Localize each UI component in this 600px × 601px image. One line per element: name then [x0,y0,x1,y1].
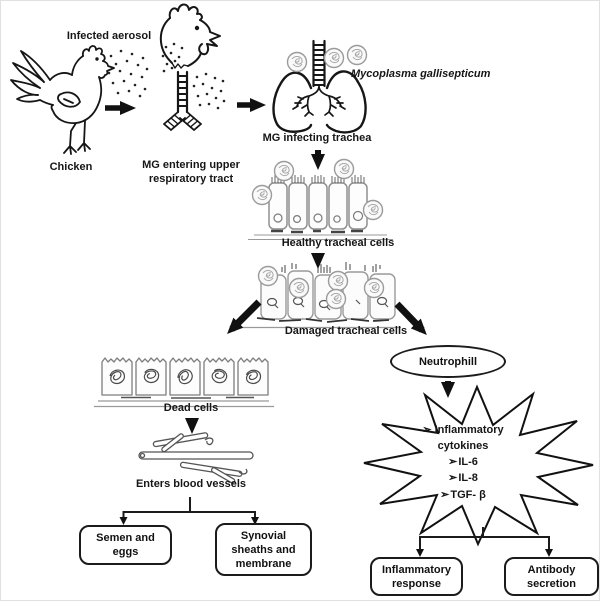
synovial-sheaths-box: Synovial sheaths and membrane [215,523,312,576]
neutrophill-node: Neutrophill [390,345,506,378]
rooster-head-trachea-illustration [159,3,221,131]
chicken-illustration [10,45,115,155]
blood-vessel-illustration [138,432,254,484]
cytokine-item: ➢IL-6 [403,454,523,470]
cytokine-item: ➢IL-8 [403,470,523,486]
cytokine-list: ➢ Inflammatory cytokines ➢IL-6 ➢IL-8 ➢TG… [403,422,523,503]
cytokine-il8: IL-8 [458,472,478,485]
arrow-bullet-icon: ➢ [422,424,432,436]
flow-arrows [105,98,455,434]
neutrophill-label: Neutrophill [418,355,478,368]
cytokine-tgf: TGF- β [450,488,486,501]
lungs-illustration [272,39,367,134]
healthy-cells-illustration [248,175,393,241]
inflammatory-response-box: Inflammatory response [370,557,463,596]
dead-cells-illustration [94,357,274,408]
antibody-secretion-box: Antibody secretion [504,557,599,596]
damaged-tracheal-cells-label: Damaged tracheal cells [284,325,408,337]
left-branch-connector [119,497,259,525]
infected-aerosol-label: Infected aerosol [66,30,152,42]
right-branch-connector [416,527,553,557]
healthy-tracheal-cells-label: Healthy tracheal cells [281,237,395,249]
cytokine-title-row: ➢ Inflammatory cytokines [403,422,523,454]
semen-and-eggs-box: Semen and eggs [79,525,172,565]
aerosol-dots [107,42,226,110]
mg-entering-upper-label: MG entering upper respiratory tract [142,159,240,185]
cytokine-title: Inflammatory cytokines [434,424,504,452]
mg-infecting-trachea-label: MG infecting trachea [262,132,372,144]
cytokine-starburst [363,384,594,547]
cytokine-item: ➢TGF- β [403,487,523,503]
dead-cells-label: Dead cells [163,402,219,414]
arrow-bullet-icon: ➢ [440,488,450,501]
arrow-bullet-icon: ➢ [448,456,458,468]
cytokine-il6: IL-6 [458,456,478,468]
arrow-bullet-icon: ➢ [448,472,458,485]
enters-blood-vessels-label: Enters blood vessels [135,478,247,490]
chicken-label: Chicken [49,161,93,173]
mycoplasma-gallisepticum-label: Mycoplasma gallisepticum [351,68,491,80]
